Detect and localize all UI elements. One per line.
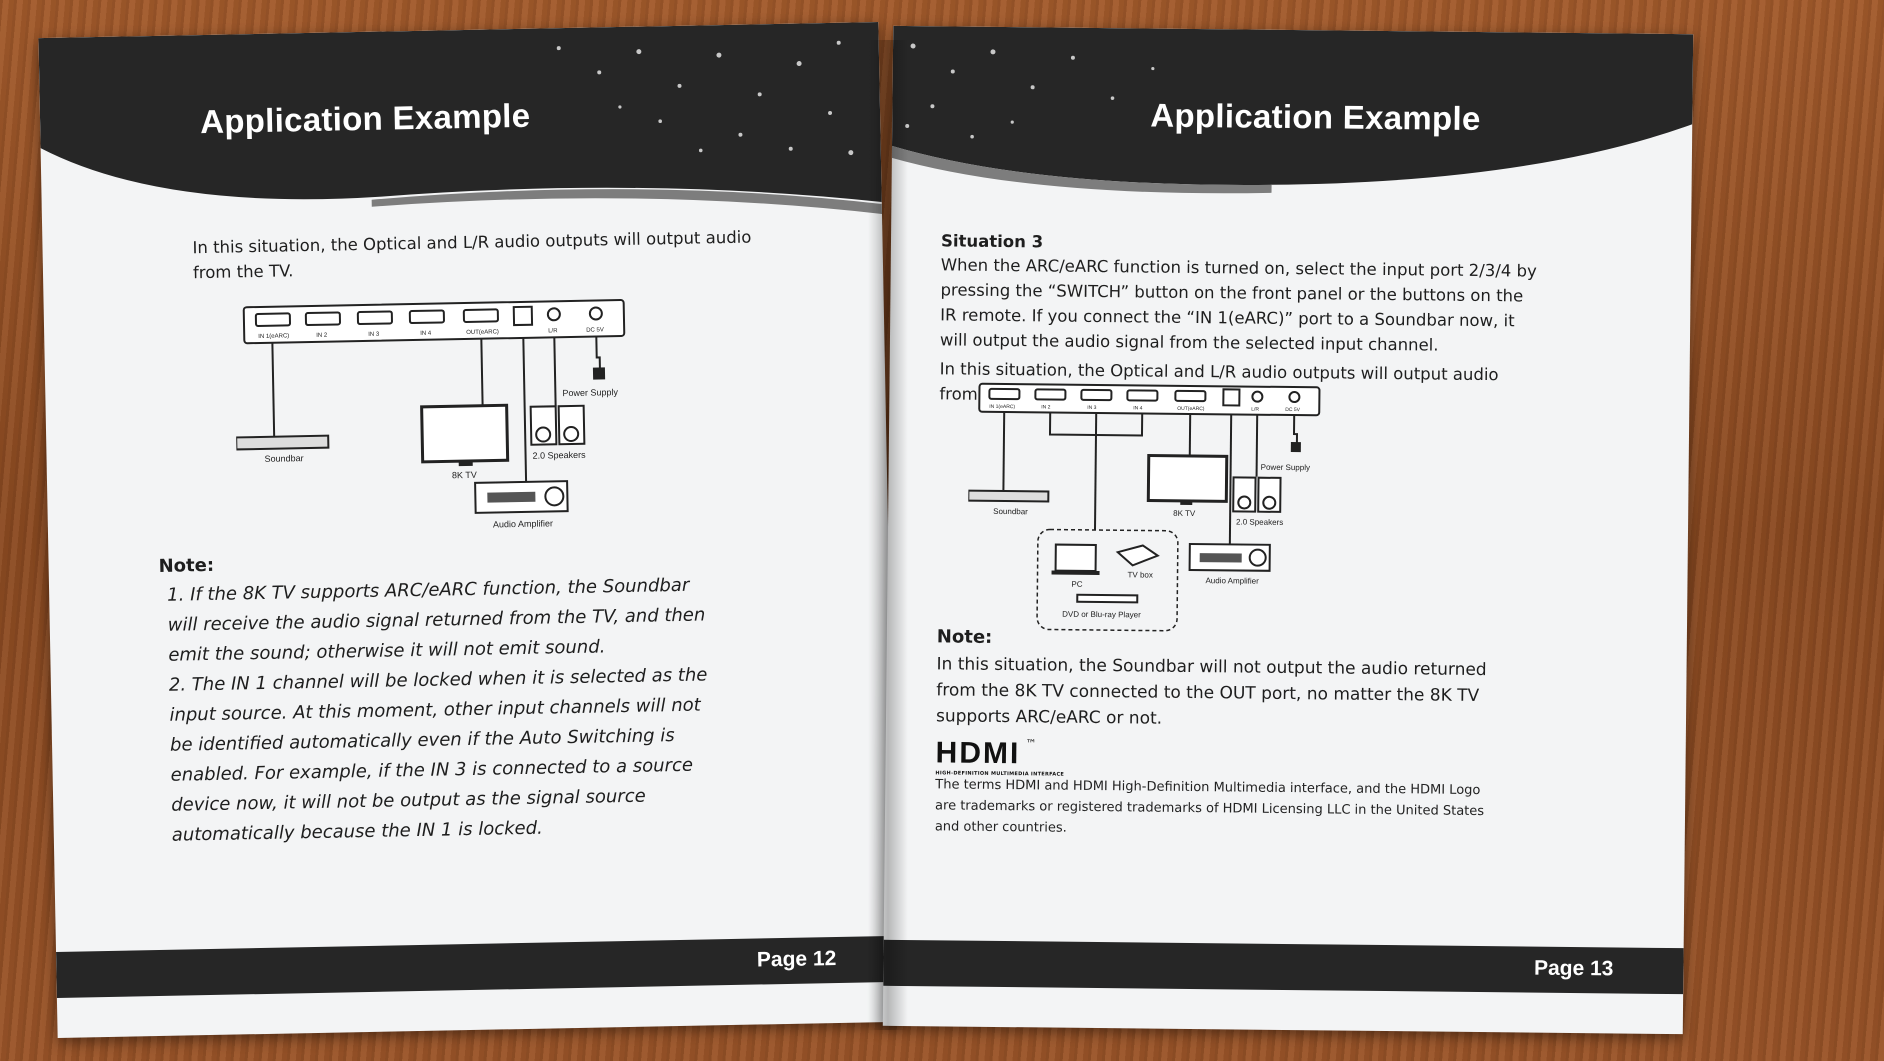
left-port-label-6: L/R <box>548 328 558 334</box>
right-speakers-label: 2.0 Speakers <box>1236 517 1283 526</box>
left-speakers-label: 2.0 Speakers <box>532 450 586 461</box>
left-amplifier-label: Audio Amplifier <box>493 518 553 529</box>
left-page-number: Page 12 <box>757 947 837 973</box>
left-port-label-4: OUT(eARC) <box>466 329 499 336</box>
right-soundbar-label: Soundbar <box>993 507 1028 516</box>
left-power-label: Power Supply <box>562 387 618 398</box>
right-port-label-6: L/R <box>1251 407 1259 413</box>
hdmi-logo-wordmark: HDMI <box>935 736 1020 770</box>
left-intro-text: In this situation, the Optical and L/R a… <box>192 224 753 285</box>
right-port-label-2: IN 3 <box>1087 405 1096 411</box>
right-power-label: Power Supply <box>1261 463 1310 473</box>
right-port-label-4: OUT(eARC) <box>1177 406 1205 412</box>
left-port-label-7: DC 5V <box>586 327 604 333</box>
left-header-title: Application Example <box>200 97 531 141</box>
left-port-label-1: IN 2 <box>316 333 328 339</box>
right-header-title: Application Example <box>1150 97 1481 138</box>
left-note-1: 1. If the 8K TV supports ARC/eARC functi… <box>159 570 721 671</box>
right-port-label-3: IN 4 <box>1133 405 1142 411</box>
left-tv-label: 8K TV <box>452 470 477 480</box>
right-tvbox-label: TV box <box>1127 570 1152 579</box>
right-connection-diagram: IN 1(eARC) IN 2 IN 3 IN 4 OUT(eARC) L/R … <box>967 379 1390 653</box>
left-soundbar-label: Soundbar <box>265 453 304 464</box>
right-dvd-label: DVD or Blu-ray Player <box>1062 610 1141 620</box>
hdmi-logo-tm: ™ <box>1025 737 1036 750</box>
hdmi-legal-text: The terms HDMI and HDMI High-Definition … <box>935 774 1496 843</box>
right-port-label-1: IN 2 <box>1041 404 1050 410</box>
right-page-number: Page 13 <box>1534 957 1614 982</box>
left-port-label-2: IN 3 <box>368 332 380 338</box>
right-pc-label: PC <box>1071 580 1082 589</box>
left-port-label-3: IN 4 <box>420 331 432 337</box>
left-notes: Note: 1. If the 8K TV supports ARC/eARC … <box>158 545 724 851</box>
right-port-label-0: IN 1(eARC) <box>989 404 1015 410</box>
right-tv-label: 8K TV <box>1173 509 1196 518</box>
right-note-title: Note: <box>937 626 1497 653</box>
left-intro: In this situation, the Optical and L/R a… <box>192 224 753 289</box>
right-footer-band: Page 13 <box>883 940 1683 994</box>
right-amplifier-label: Audio Amplifier <box>1205 576 1259 586</box>
hdmi-logo: HDMI ™ HIGH-DEFINITION MULTIMEDIA INTERF… <box>935 736 1064 777</box>
right-port-label-7: DC 5V <box>1285 407 1300 413</box>
left-footer-band: Page 12 <box>56 936 897 998</box>
left-connection-diagram: IN 1(eARC) IN 2 IN 3 IN 4 OUT(eARC) L/R … <box>234 294 699 563</box>
left-port-label-0: IN 1(eARC) <box>258 333 289 340</box>
right-note-text: In this situation, the Soundbar will not… <box>936 651 1497 735</box>
right-note: Note: In this situation, the Soundbar wi… <box>936 626 1497 739</box>
right-page: Application Example Situation 3 When the… <box>883 26 1693 1034</box>
left-note-2: 2. The IN 1 channel will be locked when … <box>161 660 724 851</box>
left-page: Application Example In this situation, t… <box>38 22 897 1038</box>
right-situation-text: When the ARC/eARC function is turned on,… <box>940 252 1541 358</box>
